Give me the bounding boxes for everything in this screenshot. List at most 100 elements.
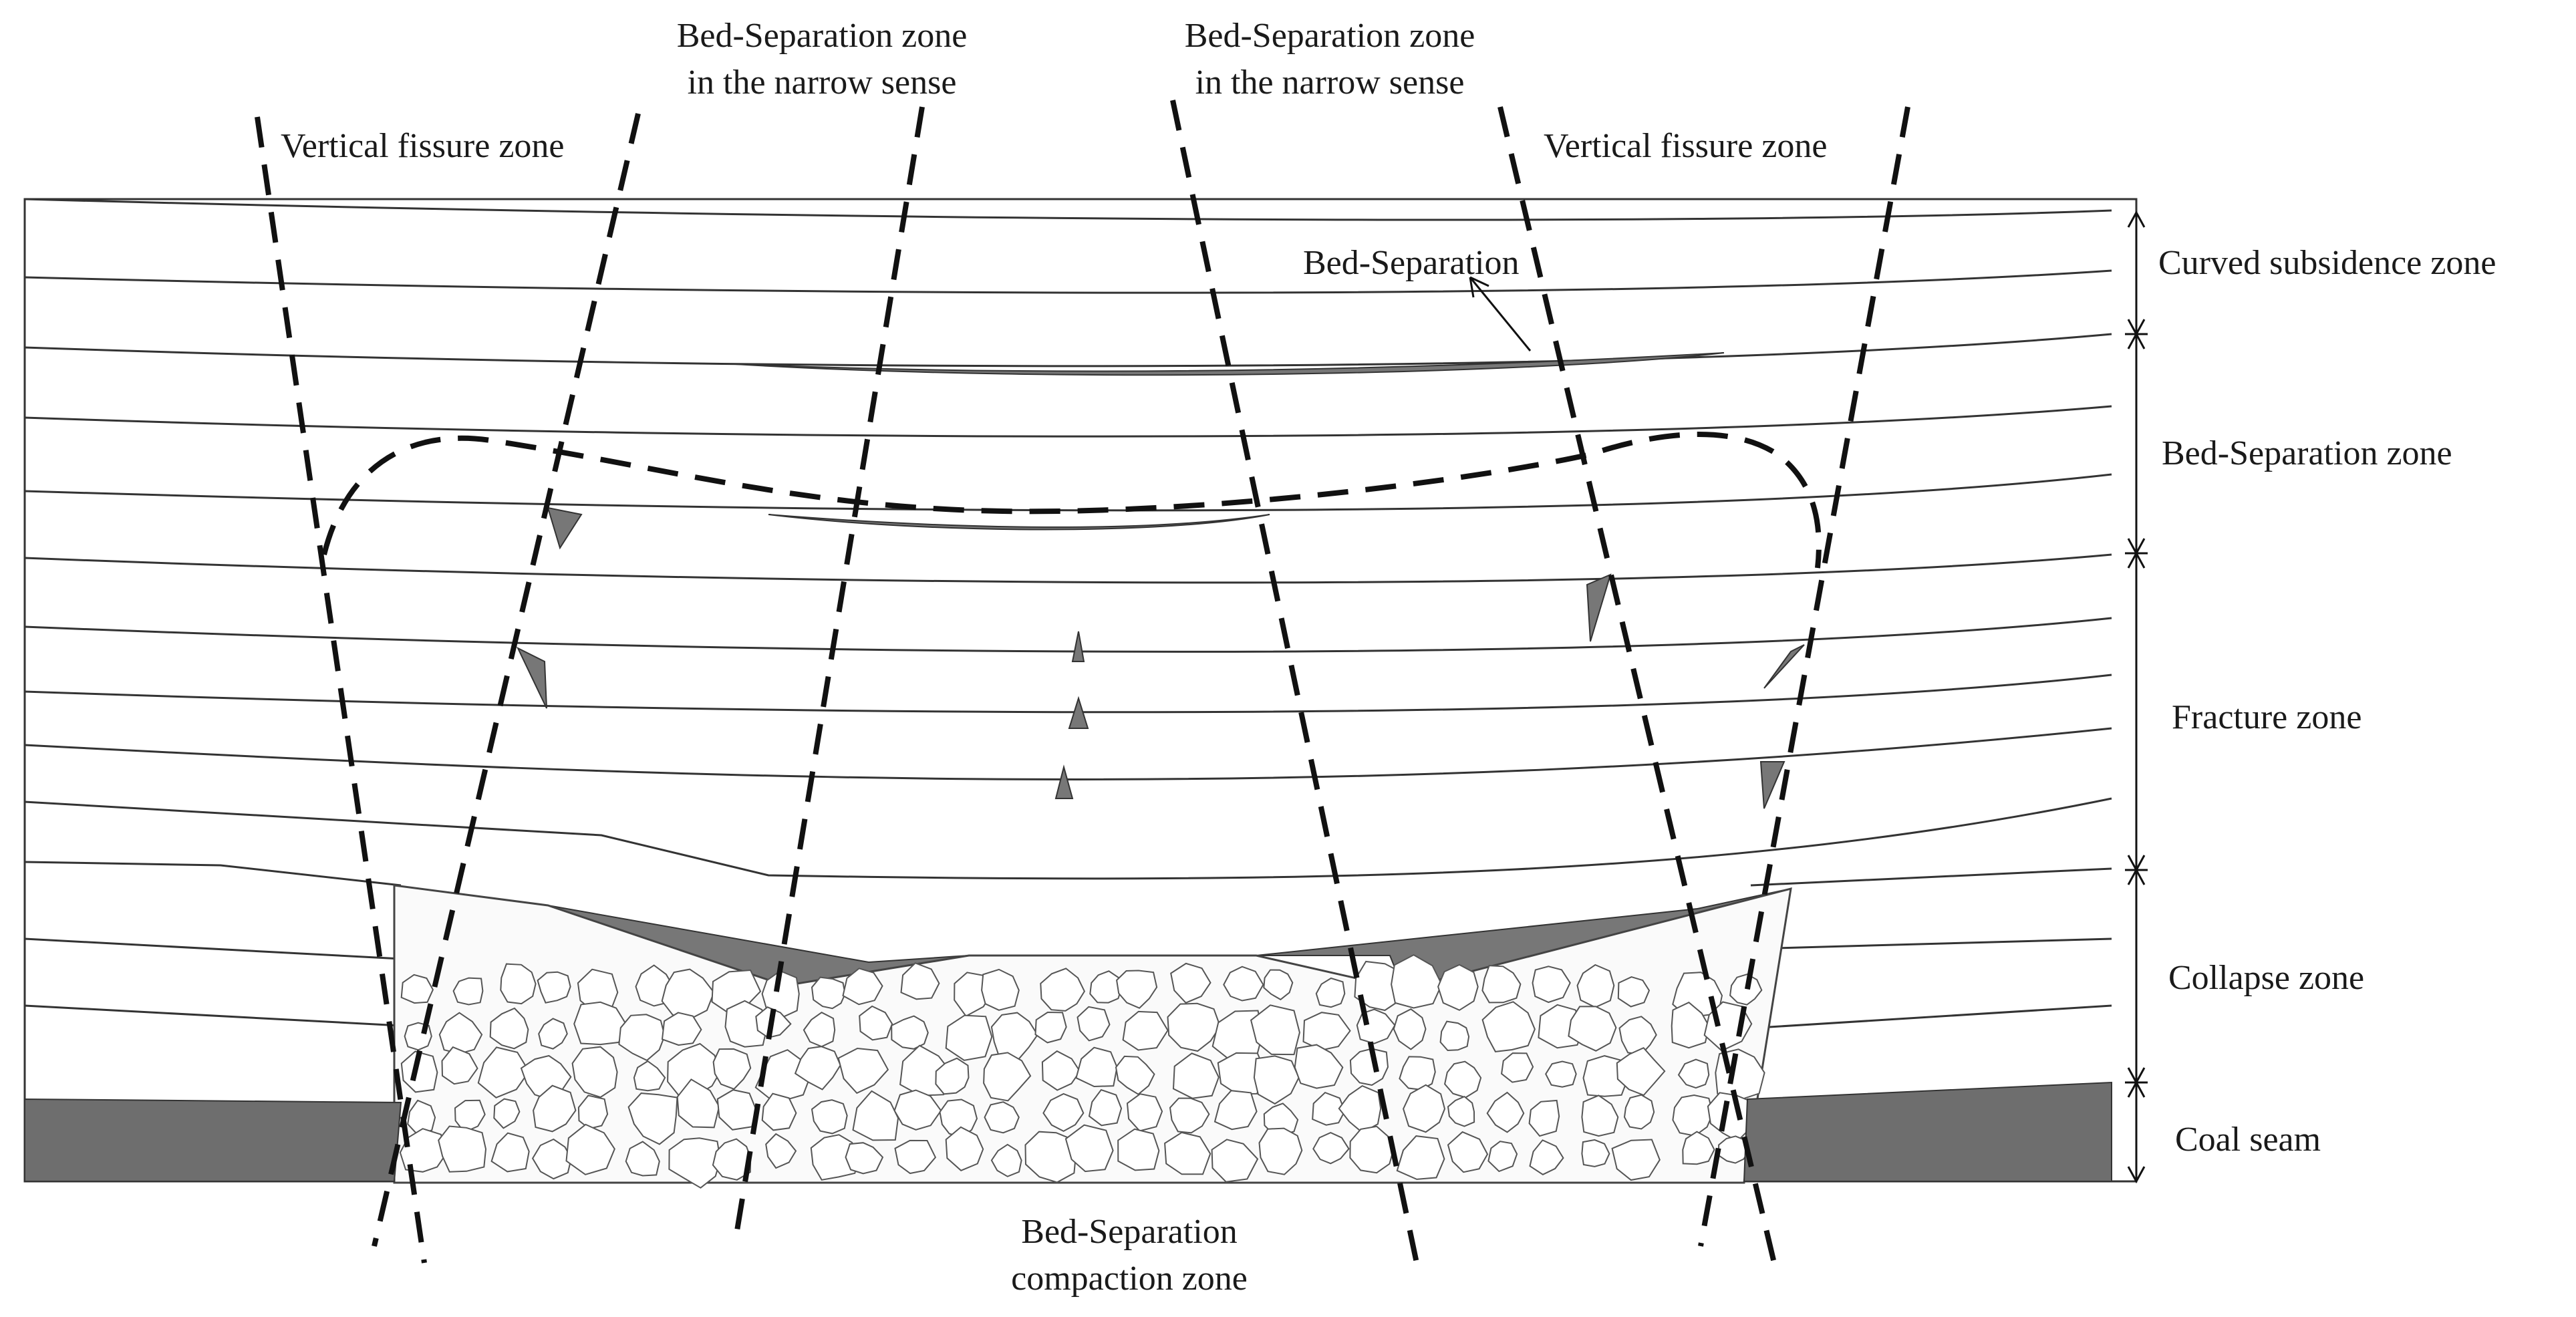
rubble-block (1116, 970, 1158, 1009)
rubble-block (573, 1001, 627, 1046)
zone-label-bed-separation: Bed-Separation zone (2162, 434, 2452, 472)
zone-label-collapse: Collapse zone (2168, 959, 2364, 997)
rubble-block (399, 1128, 448, 1173)
rubble-block (1616, 1046, 1666, 1096)
bed-separation-voids (516, 352, 1805, 990)
rubble-block (676, 1078, 720, 1129)
rubble-block (1312, 1091, 1346, 1126)
rubble-block (1315, 977, 1346, 1008)
stratum-line (24, 797, 2112, 880)
rubble-block (1115, 1055, 1155, 1095)
rubble-block (1122, 1010, 1169, 1051)
rubble-block (1529, 1139, 1564, 1175)
rubble-block (724, 1000, 768, 1048)
rubble-block (490, 1132, 530, 1173)
stratum-line (24, 473, 2112, 512)
fracture-wedge (1054, 764, 1074, 799)
rubble-block (1447, 1095, 1475, 1127)
stratum-line (24, 269, 2112, 294)
rubble-block (633, 1060, 666, 1092)
rubble-block (1391, 954, 1443, 1009)
rubble-block (1075, 1046, 1118, 1088)
label-bed-sep-left-1: Bed-Separation zone (677, 17, 968, 55)
rubble-block (1437, 964, 1479, 1011)
rubble-block (1393, 1008, 1427, 1050)
rubble-block (803, 1012, 836, 1048)
rubble-block (983, 1052, 1032, 1102)
zone-arrow (2127, 331, 2146, 556)
rubble-block (1528, 1099, 1560, 1137)
fracture-wedge (516, 646, 547, 709)
label-vertical-fissure-left: Vertical fissure zone (281, 127, 564, 165)
rubble-block (452, 977, 484, 1006)
stratum-line (24, 405, 2112, 438)
rubble-block (438, 1012, 483, 1054)
rubble-block (400, 974, 434, 1004)
rubble-block (1677, 1058, 1710, 1089)
rubble-block (489, 1007, 529, 1050)
rubble-block (842, 968, 883, 1006)
fissure-lines (255, 100, 1910, 1264)
coal-seam-right (1743, 1081, 2112, 1182)
stratum-line (24, 617, 2112, 653)
rubble-block (712, 1048, 752, 1090)
rubble-block (852, 1090, 899, 1141)
rubble-block (990, 1012, 1038, 1061)
rubble-block (625, 1141, 660, 1177)
bed-separation-void (768, 514, 1270, 531)
rubble-block (661, 1012, 702, 1046)
rubble-block (500, 963, 537, 1005)
rubble-block (1258, 1127, 1303, 1175)
zone-arrow (2127, 1080, 2146, 1184)
rubble-block (1263, 969, 1294, 1001)
rubble-block (1117, 1128, 1160, 1171)
rubble-block (1167, 1002, 1222, 1052)
label-bed-sep-right-1: Bed-Separation zone (1185, 17, 1475, 55)
rubble-block (538, 1018, 568, 1050)
rubble-block (1623, 1094, 1655, 1130)
rubble-block (894, 1139, 937, 1175)
rubble-block (618, 1014, 666, 1062)
zone-arrow (2127, 551, 2146, 873)
rubble-block (1481, 1001, 1536, 1052)
rubble-block (1672, 1094, 1714, 1137)
rubble-block (1349, 1125, 1395, 1174)
fissure-line (372, 113, 641, 1247)
stratum-line (24, 198, 2112, 221)
rubble-block (661, 968, 715, 1020)
rubble-block (945, 1126, 984, 1171)
rubble-block (811, 976, 846, 1010)
bed-separation-pointer (1469, 276, 1532, 351)
rubble-block (945, 1014, 993, 1061)
rubble-block (1223, 966, 1264, 1002)
stratum-line (24, 553, 2112, 584)
rubble-block (810, 1134, 860, 1181)
rubble-block (1077, 1006, 1111, 1042)
zone-scale (2125, 210, 2148, 1184)
rubble-block (1617, 976, 1651, 1008)
rubble-block (984, 1101, 1020, 1134)
fissure-line (1698, 106, 1910, 1247)
label-vertical-fissure-right: Vertical fissure zone (1544, 127, 1827, 165)
rubble-block (441, 1046, 478, 1085)
fissure-line (255, 116, 427, 1264)
rubble-block (1170, 962, 1211, 1004)
zone-arrow (2127, 867, 2146, 1085)
rubble-block (493, 1098, 521, 1129)
rubble-block (1501, 1052, 1534, 1083)
stratum-line (24, 937, 402, 960)
rubble-block (1217, 1052, 1268, 1095)
rubble-block (837, 1047, 889, 1094)
rubble-block (1302, 1012, 1351, 1051)
rubble-block (1396, 1135, 1445, 1180)
rubble-block (477, 1046, 530, 1099)
rubble-block (859, 1005, 893, 1041)
rubble-block (1576, 964, 1615, 1008)
rubble-block (716, 1089, 756, 1131)
rubble-block (1581, 1139, 1610, 1167)
stratum-line (24, 674, 2112, 714)
rubble-block (1611, 1139, 1661, 1181)
strata-layers (24, 198, 2112, 1030)
rubble-block (533, 1084, 577, 1133)
